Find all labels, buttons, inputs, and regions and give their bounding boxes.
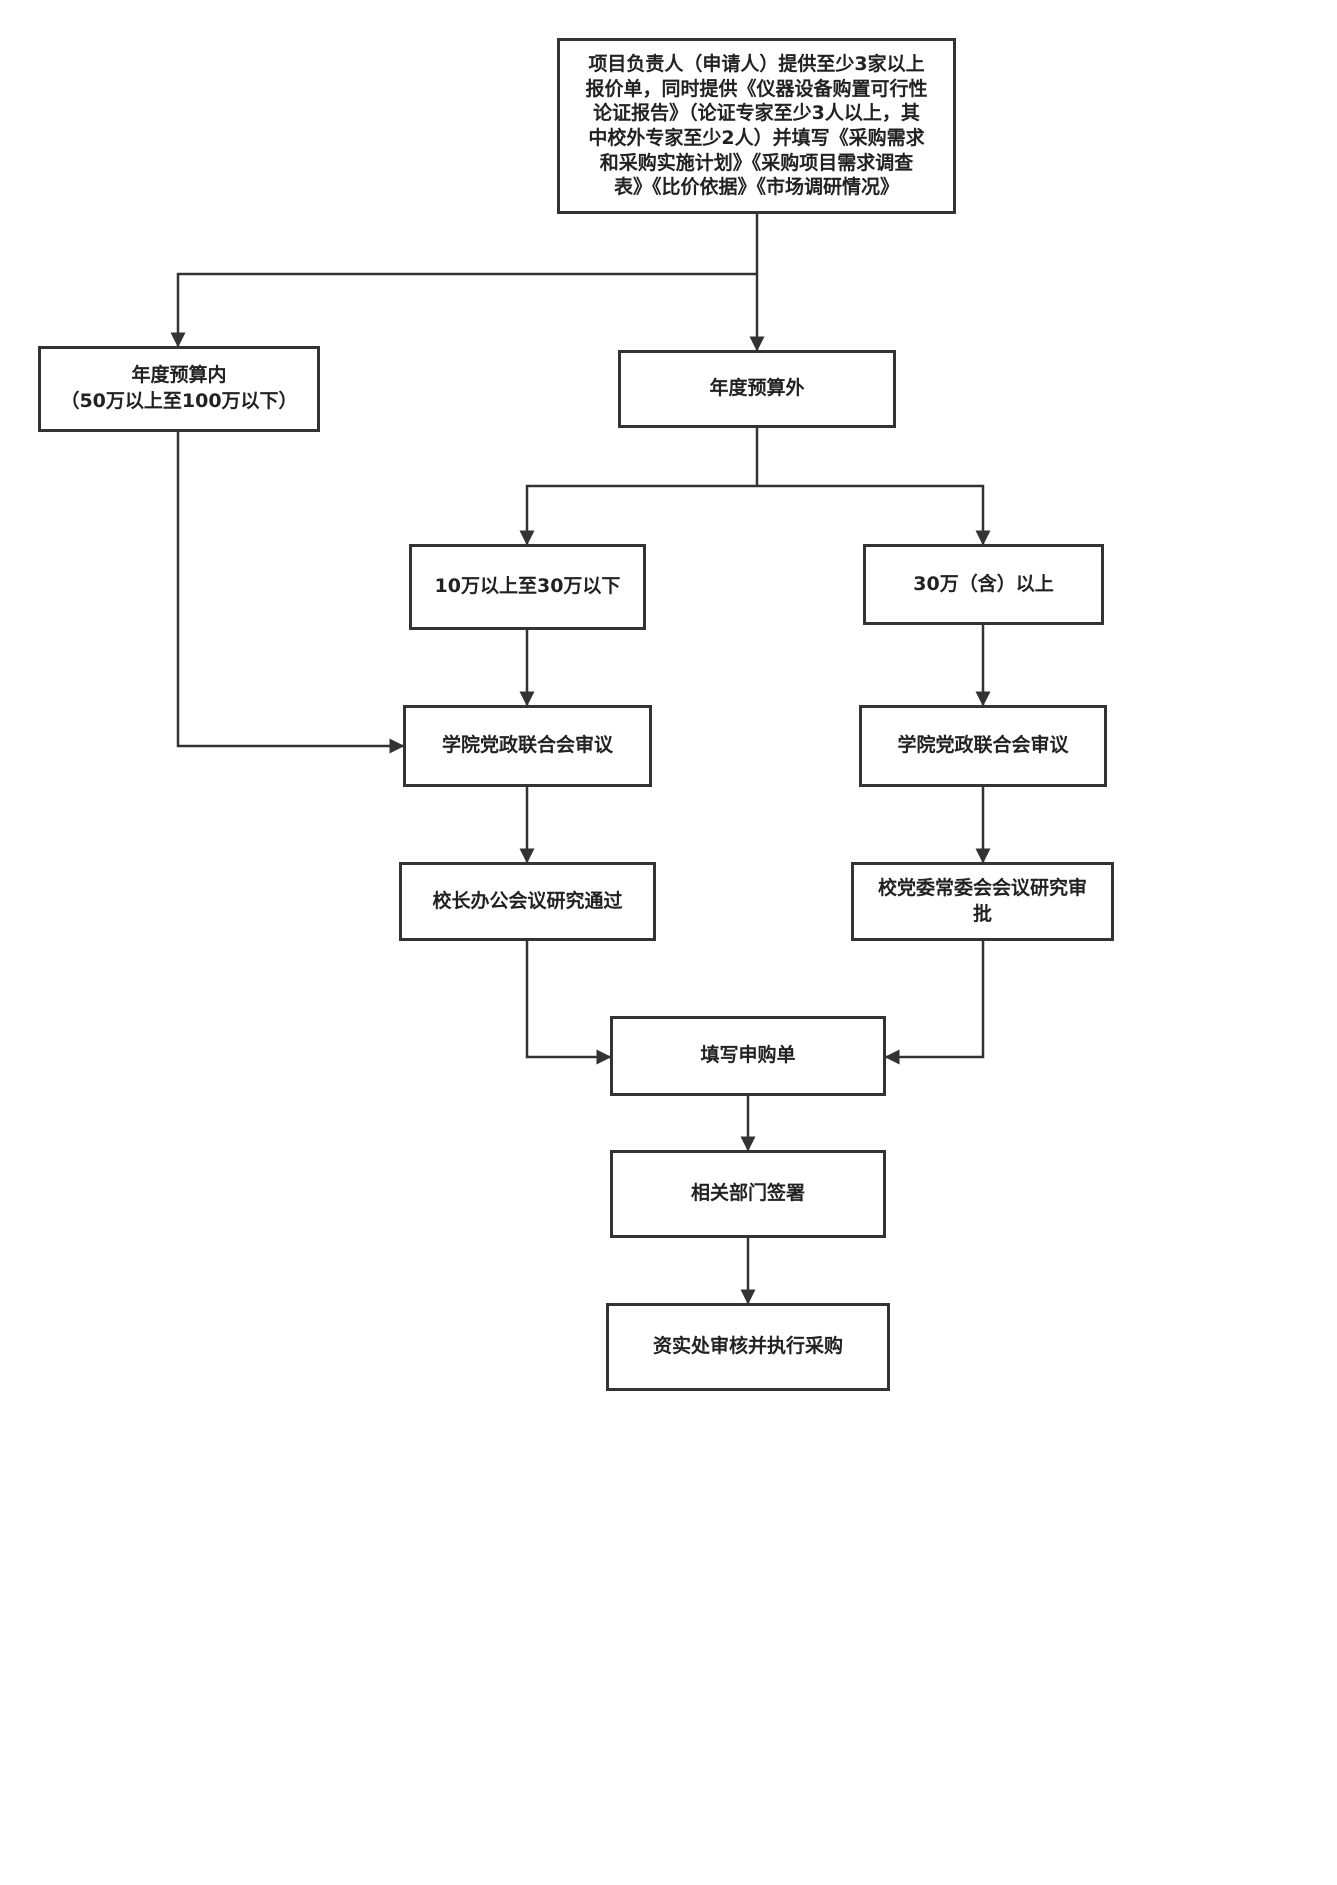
node-start-line-5: 和采购实施计划》《采购项目需求调查: [599, 151, 914, 174]
node-college-meeting-right: 学院党政联合会审议: [859, 705, 1107, 787]
node-in-budget-line-1: 年度预算内: [131, 364, 227, 387]
node-start-line-6: 表》《比价依据》《市场调研情况》: [613, 176, 899, 199]
node-in-budget-line-2: （50万以上至100万以下）: [60, 390, 298, 412]
node-asset-office-label: 资实处审核并执行采购: [652, 1335, 843, 1358]
edge-out-budget-to-range-30-up: [757, 484, 991, 546]
node-start-line-2: 报价单，同时提供《仪器设备购置可行性: [585, 77, 928, 100]
node-start-line-3: 论证报告》（论证专家至少3人以上，其: [593, 102, 920, 125]
edge-president-office-to-fill-form: [525, 941, 612, 1065]
edge-in-budget-to-college-left: [176, 432, 405, 754]
edge-out-budget-to-range-10-30: [519, 484, 757, 546]
node-fill-purchase-form: 填写申购单: [610, 1016, 886, 1096]
node-range-30-up: 30万（含）以上: [863, 544, 1104, 625]
node-range-10-30: 10万以上至30万以下: [409, 544, 646, 630]
node-college-meeting-left: 学院党政联合会审议: [403, 705, 652, 787]
node-range-10-30-label: 10万以上至30万以下: [434, 575, 621, 598]
node-department-sign: 相关部门签署: [610, 1150, 886, 1238]
edge-standing-committee-to-fill-form: [884, 941, 985, 1065]
node-in-budget: 年度预算内 （50万以上至100万以下）: [38, 346, 320, 432]
node-president-office-label: 校长办公会议研究通过: [432, 889, 623, 912]
node-asset-office-execute: 资实处审核并执行采购: [606, 1303, 890, 1391]
node-start-application: 项目负责人（申请人）提供至少3家以上 报价单，同时提供《仪器设备购置可行性 论证…: [557, 38, 956, 214]
node-start-line-1: 项目负责人（申请人）提供至少3家以上: [588, 52, 925, 75]
node-fill-form-label: 填写申购单: [700, 1044, 796, 1067]
node-college-meeting-right-label: 学院党政联合会审议: [897, 734, 1069, 757]
node-standing-committee-line-2: 批: [972, 902, 992, 925]
node-start-line-4: 中校外专家至少2人）并填写《采购需求: [588, 127, 925, 149]
node-dept-sign-label: 相关部门签署: [690, 1182, 805, 1205]
node-range-30-up-label: 30万（含）以上: [913, 572, 1054, 595]
node-standing-committee-line-1: 校党委常委会会议研究审: [877, 876, 1087, 899]
node-standing-committee: 校党委常委会会议研究审 批: [851, 862, 1114, 941]
node-out-budget: 年度预算外: [618, 350, 896, 428]
edge-start-to-in-budget: [170, 272, 757, 348]
node-president-office-meeting: 校长办公会议研究通过: [399, 862, 656, 941]
node-out-budget-label: 年度预算外: [709, 377, 805, 400]
node-college-meeting-left-label: 学院党政联合会审议: [441, 734, 613, 757]
